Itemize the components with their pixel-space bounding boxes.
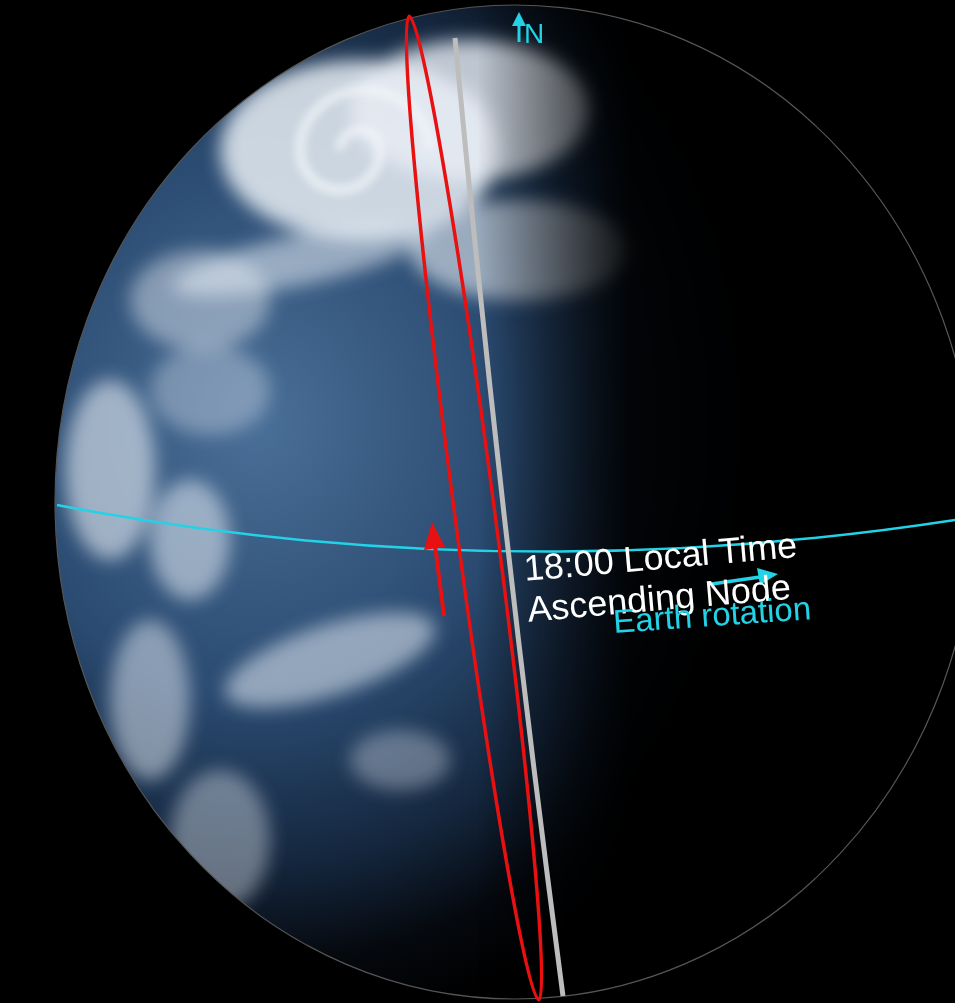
north-label: N — [524, 18, 544, 50]
north-arrow — [512, 12, 526, 42]
orbit-direction-arrow — [424, 522, 445, 616]
orbit-line — [389, 14, 558, 1003]
ground-track — [455, 38, 563, 996]
